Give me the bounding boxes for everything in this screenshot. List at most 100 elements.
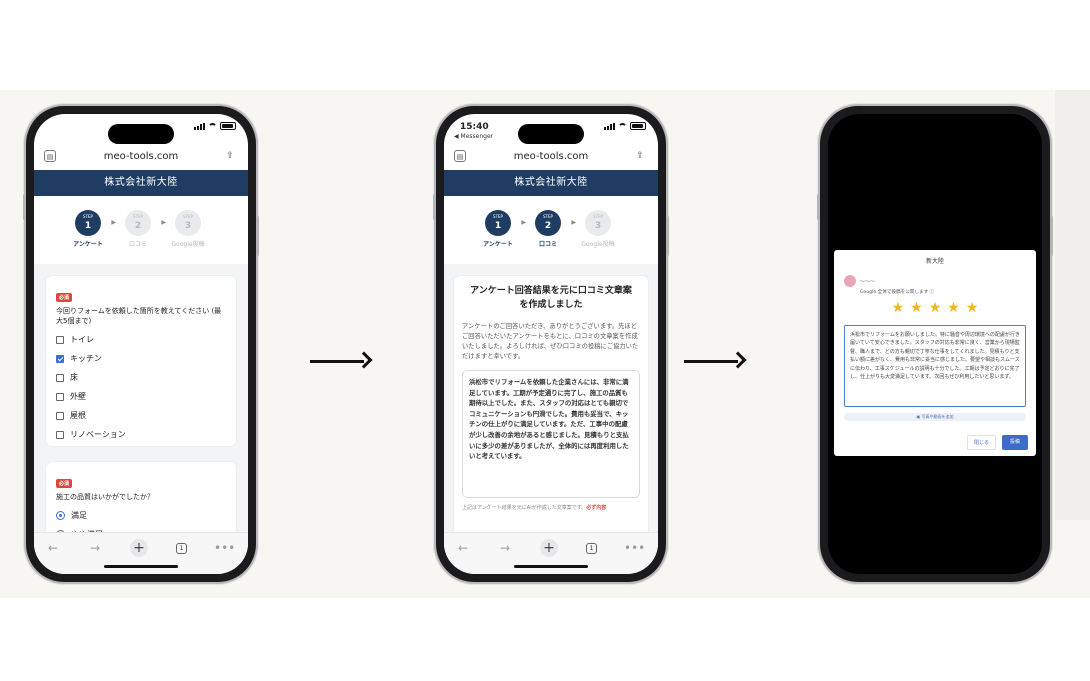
checkbox[interactable] (56, 335, 64, 344)
more-icon[interactable]: ••• (624, 541, 646, 555)
battery-icon (630, 122, 646, 130)
phone-screen: 15:40 ◀ Messenger ▤ meo-tools.com ⇪ 株式会社… (444, 114, 658, 574)
volume-button (23, 194, 26, 220)
url-text[interactable]: meo-tools.com (103, 150, 179, 162)
battery-icon (220, 122, 236, 130)
review-textarea[interactable]: 浜松市でリフォームを依頼した企業さんには、非常に満足しています。工期が予定通りに… (462, 370, 640, 498)
required-badge: 必須 (56, 293, 73, 302)
footer-text: 上記はアンケート結果を元にAIが作成した文章案です。 (462, 505, 587, 511)
reviewer: 〜〜〜 (844, 275, 1036, 287)
status-icons (604, 122, 646, 130)
draft-title: アンケート回答結果を元に口コミ文章案を作成しました (470, 286, 632, 310)
step-label: 口コミ (128, 241, 147, 248)
star-icon[interactable]: ★ (928, 300, 942, 316)
url-text[interactable]: meo-tools.com (513, 150, 589, 162)
back-icon[interactable]: ← (457, 541, 469, 555)
close-button[interactable]: 閉じる (966, 435, 996, 450)
share-icon[interactable]: ⇪ (636, 151, 644, 161)
option-label: 外壁 (70, 392, 86, 401)
new-tab-icon[interactable]: + (540, 539, 558, 557)
star-rating[interactable]: ★ ★ ★ ★ ★ (834, 301, 1036, 315)
checkbox[interactable] (56, 392, 64, 401)
option-label: 床 (70, 373, 78, 382)
avatar (844, 275, 856, 287)
more-icon[interactable]: ••• (214, 541, 236, 555)
star-icon[interactable]: ★ (891, 300, 905, 316)
checkbox-checked[interactable] (56, 354, 64, 363)
option-label: キッチン (70, 354, 102, 363)
flow-arrow-icon (310, 351, 373, 371)
star-icon[interactable]: ★ (965, 300, 979, 316)
power-button (256, 216, 259, 256)
signal-icon (604, 122, 615, 130)
option-label: リノベーション (70, 430, 126, 439)
option-toilet[interactable]: トイレ (56, 334, 226, 345)
option-roof[interactable]: 屋根 (56, 410, 226, 421)
status-bar: 15:40 ◀ Messenger (444, 114, 658, 142)
option-satisfied[interactable]: 満足 (56, 510, 226, 521)
option-label: トイレ (70, 335, 94, 344)
forward-icon[interactable]: → (499, 541, 511, 555)
tabs-icon[interactable]: 1 (176, 543, 187, 554)
tabs-icon[interactable]: 1 (586, 543, 597, 554)
star-icon[interactable]: ★ (910, 300, 923, 316)
option-kitchen[interactable]: キッチン (56, 353, 226, 364)
status-bar (34, 114, 248, 142)
home-indicator (514, 565, 588, 568)
footer-warning: 必ず内容 (586, 505, 607, 511)
reader-icon[interactable]: ▤ (454, 150, 466, 162)
background-strip (1055, 90, 1090, 520)
back-icon[interactable]: ← (47, 541, 59, 555)
site-header: 株式会社新大陸 (34, 170, 248, 196)
add-photo-label: 写真や動画を追加 (921, 414, 954, 419)
power-button (666, 216, 669, 256)
option-exterior-wall[interactable]: 外壁 (56, 391, 226, 402)
step-label: アンケート (483, 241, 513, 248)
share-icon[interactable]: ⇪ (226, 151, 234, 161)
add-photo-button[interactable]: ▣ 写真や動画を追加 (844, 413, 1026, 421)
checkbox[interactable] (56, 411, 64, 420)
address-bar[interactable]: ▤ meo-tools.com ⇪ (444, 144, 658, 168)
checkbox[interactable] (56, 430, 64, 439)
forward-icon[interactable]: → (89, 541, 101, 555)
new-tab-icon[interactable]: + (130, 539, 148, 557)
review-input[interactable]: 浜松市でリフォームをお願いしました。特に騒音や周辺環境への配慮が行き届いていて安… (844, 325, 1026, 407)
option-renovation[interactable]: リノベーション (56, 429, 226, 440)
reader-icon[interactable]: ▤ (44, 150, 56, 162)
status-time: 15:40 (460, 122, 489, 132)
checkbox[interactable] (56, 373, 64, 382)
star-icon[interactable]: ★ (947, 300, 960, 316)
home-indicator (104, 565, 178, 568)
dynamic-island (108, 124, 174, 144)
back-to-app[interactable]: ◀ Messenger (454, 133, 494, 140)
site-header: 株式会社新大陸 (444, 170, 658, 196)
draft-intro: アンケートのご回答いただき、ありがとうございます。先ほどご回答いただいたアンケー… (462, 323, 639, 360)
step-arrow-icon: ▶ (111, 219, 116, 226)
draft-footer: 上記はアンケート結果を元にAIが作成した文章案です。必ず内容 (454, 504, 648, 511)
required-badge: 必須 (56, 479, 73, 488)
option-floor[interactable]: 床 (56, 372, 226, 383)
question-card-location: 必須 今回りフォームを依頼した箇所を教えてください (最大5個まで) トイレ キ… (46, 276, 236, 446)
question-text: 今回りフォームを依頼した箇所を教えてください (最大5個まで) (56, 307, 222, 325)
reviewer-name: 〜〜〜 (860, 278, 876, 285)
phone-review-draft: 15:40 ◀ Messenger ▤ meo-tools.com ⇪ 株式会社… (433, 106, 669, 582)
signal-icon (194, 122, 205, 130)
volume-button (433, 194, 436, 220)
step-arrow-icon: ▶ (521, 219, 526, 226)
step-label: Google投稿 (581, 241, 615, 248)
post-button[interactable]: 投稿 (1001, 435, 1028, 450)
option-label: 屋根 (70, 411, 86, 420)
radio-selected[interactable] (56, 511, 65, 520)
address-bar[interactable]: ▤ meo-tools.com ⇪ (34, 144, 248, 168)
